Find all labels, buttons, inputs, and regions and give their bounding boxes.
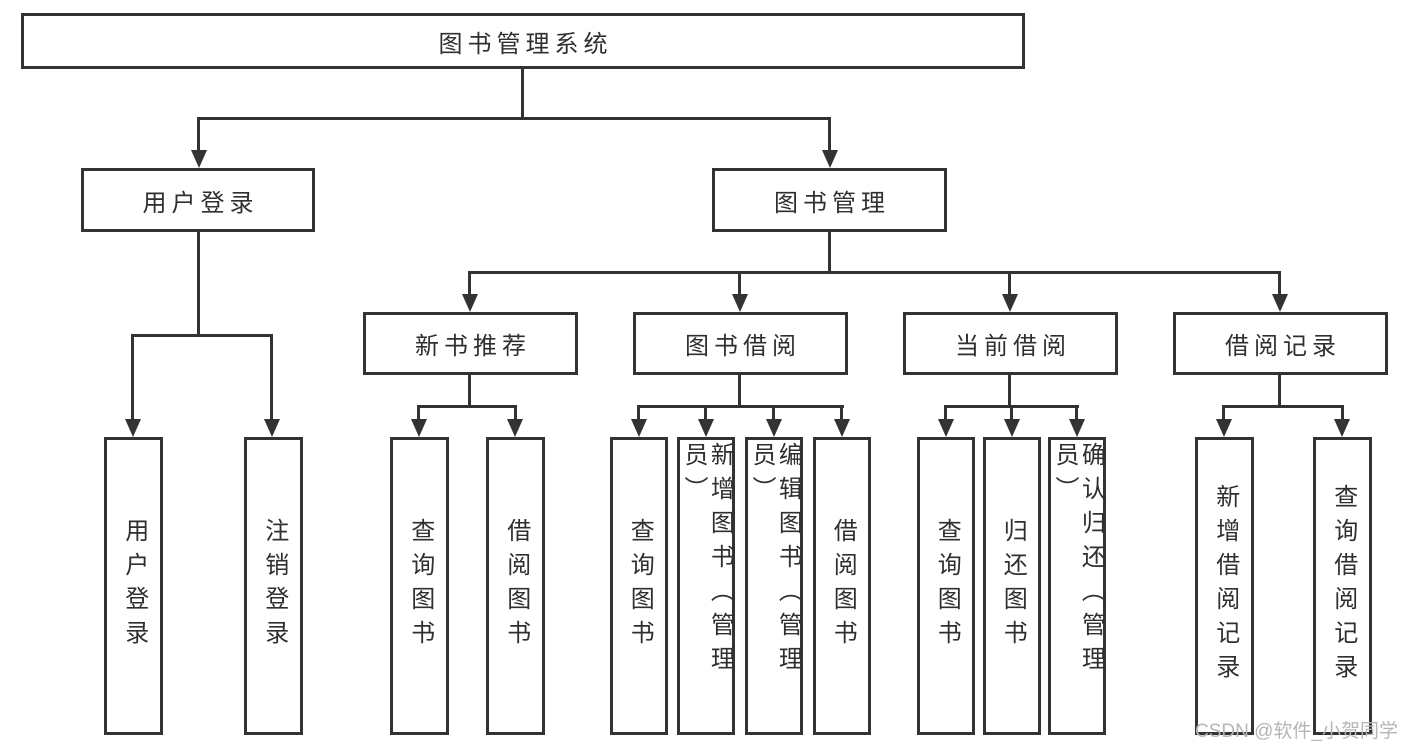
node-label: 借阅记录 bbox=[1225, 333, 1341, 360]
connector-line bbox=[828, 232, 831, 273]
csdn-watermark: CSDN @软件_小贺同学 bbox=[1195, 721, 1398, 742]
connector-line bbox=[131, 334, 134, 421]
arrow-down-icon bbox=[631, 419, 647, 437]
arrow-down-icon bbox=[938, 419, 954, 437]
connector-line bbox=[1341, 405, 1344, 421]
node-current-borrowing: 当前借阅 bbox=[903, 312, 1118, 375]
leaf-query-borrow-record: 查询借阅记录 bbox=[1313, 437, 1372, 735]
leaf-query-books-current: 查询图书 bbox=[917, 437, 975, 735]
arrow-down-icon bbox=[834, 419, 850, 437]
connector-line bbox=[1278, 375, 1281, 407]
leaf-return-books: 归还图书 bbox=[983, 437, 1041, 735]
leaf-label: 查询图书 bbox=[406, 518, 434, 654]
connector-line bbox=[468, 271, 1281, 274]
arrow-down-icon bbox=[822, 150, 838, 168]
connector-line bbox=[468, 375, 471, 407]
connector-line bbox=[197, 117, 831, 120]
leaf-label: 查询图书 bbox=[933, 518, 961, 654]
arrow-down-icon bbox=[1272, 294, 1288, 312]
node-label: 图书管理 bbox=[774, 189, 890, 217]
connector-line bbox=[637, 405, 844, 408]
connector-line bbox=[1075, 405, 1078, 421]
leaf-label: 借阅图书 bbox=[829, 518, 857, 654]
leaf-borrow-books-recommend: 借阅图书 bbox=[486, 437, 545, 735]
leaf-query-books-borrowing: 查询图书 bbox=[610, 437, 668, 735]
leaf-label: 借阅图书 bbox=[502, 518, 530, 654]
connector-line bbox=[1222, 405, 1225, 421]
connector-line bbox=[772, 405, 775, 421]
leaf-label: 归还图书 bbox=[999, 518, 1027, 654]
arrow-down-icon bbox=[1002, 294, 1018, 312]
node-library-management-system: 图书管理系统 bbox=[21, 13, 1025, 69]
node-label: 新书推荐 bbox=[415, 333, 531, 360]
connector-line bbox=[944, 405, 947, 421]
arrow-down-icon bbox=[125, 419, 141, 437]
leaf-edit-book-admin: 编辑图书（管理员） bbox=[745, 437, 803, 735]
leaf-add-book-admin: 新增图书（管理员） bbox=[677, 437, 735, 735]
leaf-query-books-recommend: 查询图书 bbox=[390, 437, 449, 735]
arrow-down-icon bbox=[191, 150, 207, 168]
connector-line bbox=[197, 117, 200, 153]
connector-line bbox=[417, 405, 517, 408]
leaf-label: 确认归还（管理员） bbox=[1051, 442, 1105, 680]
connector-line bbox=[637, 405, 640, 421]
leaf-label: 新增图书（管理员） bbox=[680, 442, 734, 680]
arrow-down-icon bbox=[507, 419, 523, 437]
connector-line bbox=[1222, 405, 1343, 408]
connector-line bbox=[521, 69, 524, 120]
node-book-borrowing: 图书借阅 bbox=[633, 312, 848, 375]
node-label: 图书管理系统 bbox=[438, 30, 613, 58]
connector-line bbox=[1010, 405, 1013, 421]
arrow-down-icon bbox=[766, 419, 782, 437]
arrow-down-icon bbox=[732, 294, 748, 312]
connector-line bbox=[828, 117, 831, 153]
leaf-user-login: 用户登录 bbox=[104, 437, 163, 735]
arrow-down-icon bbox=[1004, 419, 1020, 437]
connector-line bbox=[417, 405, 420, 421]
arrow-down-icon bbox=[698, 419, 714, 437]
arrow-down-icon bbox=[1216, 419, 1232, 437]
leaf-add-borrow-record: 新增借阅记录 bbox=[1195, 437, 1254, 735]
node-label: 图书借阅 bbox=[685, 333, 801, 360]
connector-line bbox=[840, 405, 843, 421]
node-label: 用户登录 bbox=[142, 189, 259, 217]
leaf-label: 查询借阅记录 bbox=[1329, 484, 1357, 688]
connector-line bbox=[1008, 271, 1011, 296]
connector-line bbox=[1008, 375, 1011, 407]
connector-line bbox=[131, 334, 273, 337]
arrow-down-icon bbox=[264, 419, 280, 437]
node-label: 当前借阅 bbox=[955, 333, 1071, 360]
connector-line bbox=[738, 375, 741, 407]
leaf-label: 注销登录 bbox=[260, 518, 288, 654]
connector-line bbox=[704, 405, 707, 421]
arrow-down-icon bbox=[1069, 419, 1085, 437]
arrow-down-icon bbox=[1334, 419, 1350, 437]
arrow-down-icon bbox=[411, 419, 427, 437]
leaf-confirm-return-admin: 确认归还（管理员） bbox=[1048, 437, 1106, 735]
leaf-label: 查询图书 bbox=[626, 518, 654, 654]
connector-line bbox=[1278, 271, 1281, 296]
arrow-down-icon bbox=[462, 294, 478, 312]
leaf-borrow-books: 借阅图书 bbox=[813, 437, 871, 735]
node-new-book-recommendation: 新书推荐 bbox=[363, 312, 578, 375]
connector-line bbox=[270, 334, 273, 421]
connector-line bbox=[468, 271, 471, 296]
node-book-management: 图书管理 bbox=[712, 168, 947, 232]
node-user-login: 用户登录 bbox=[81, 168, 315, 232]
connector-line bbox=[514, 405, 517, 421]
leaf-label: 用户登录 bbox=[120, 518, 148, 654]
connector-line bbox=[197, 232, 200, 336]
node-borrowing-records: 借阅记录 bbox=[1173, 312, 1388, 375]
leaf-label: 编辑图书（管理员） bbox=[748, 442, 802, 680]
leaf-logout: 注销登录 bbox=[244, 437, 303, 735]
connector-line bbox=[738, 271, 741, 296]
leaf-label: 新增借阅记录 bbox=[1211, 484, 1239, 688]
